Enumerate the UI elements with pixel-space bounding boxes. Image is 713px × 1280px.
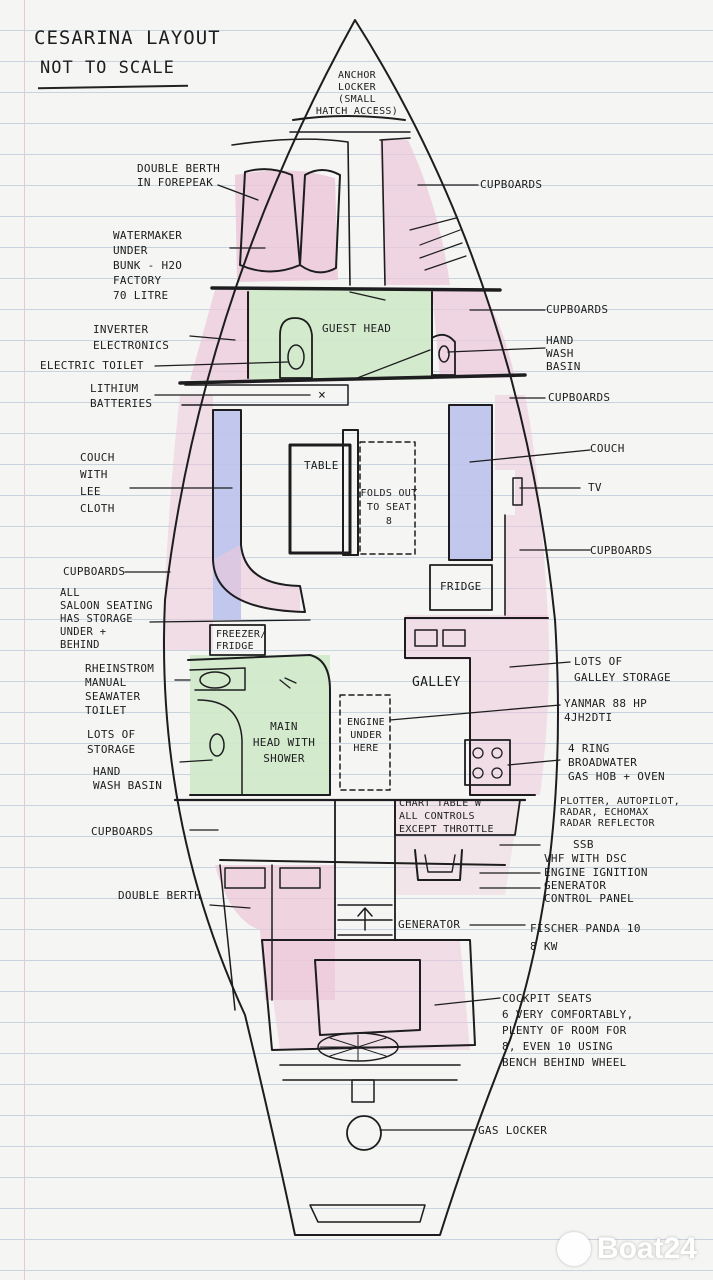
saloon-couch-right [448, 404, 493, 561]
cupboard-left-saloon-fill [162, 395, 213, 650]
label-generator-panel: GENERATOR CONTROL PANEL [544, 879, 634, 905]
label-cupboards-2: CUPBOARDS [546, 303, 609, 316]
label-cockpit: COCKPIT SEATS 6 VERY COMFORTABLY, PLENTY… [502, 992, 634, 1069]
label-cupboards-5: CUPBOARDS [590, 544, 653, 557]
hull-outline [163, 19, 559, 1236]
companionway-arrow [357, 907, 373, 931]
fridge-box [429, 564, 493, 611]
label-anchor-locker: ANCHOR LOCKER (SMALL HATCH ACCESS) [315, 70, 399, 117]
label-chart-table: CHART TABLE W ALL CONTROLS EXCEPT THROTT… [399, 798, 494, 835]
cupboard-right-2-fill [432, 290, 515, 378]
label-couch-left: COUCH WITH LEE CLOTH [80, 451, 115, 515]
forepeak-berth-fill [235, 170, 338, 282]
freezer-box [209, 624, 266, 656]
galley-fill [405, 615, 549, 795]
label-cupboards-3: CUPBOARDS [548, 391, 611, 404]
forepeak-hatching [409, 217, 467, 271]
label-tv: TV [588, 481, 602, 494]
label-freezer: FREEZER/ FRIDGE [216, 629, 267, 652]
label-guest-head: GUEST HEAD [322, 322, 392, 335]
label-plotter: PLOTTER, AUTOPILOT, RADAR, ECHOMAX RADAR… [560, 796, 681, 829]
boat24-logo-icon [556, 1232, 591, 1266]
bulkhead-3b [219, 859, 506, 866]
label-engine-ignition: ENGINE IGNITION [544, 866, 648, 879]
label-vhf: VHF WITH DSC [544, 852, 628, 865]
tv-box [512, 477, 523, 506]
label-fridge: FRIDGE [440, 580, 482, 593]
cockpit [261, 939, 476, 1103]
guest-head [247, 291, 456, 381]
saloon-table [288, 429, 416, 556]
gas-locker [346, 1115, 382, 1151]
label-lithium: LITHIUM BATTERIES [90, 382, 153, 410]
x-mark: × [318, 388, 326, 403]
label-yanmar: YANMAR 88 HP 4JH2DTI [564, 697, 648, 724]
diagram-subtitle: NOT TO SCALE [40, 58, 175, 78]
leader-lines [124, 184, 591, 1131]
forepeak-right-cupboard [379, 137, 411, 286]
label-hand-wash-basin-2: HAND WASH BASIN [93, 765, 163, 792]
label-galley: GALLEY [412, 675, 461, 690]
chart-seat [414, 849, 463, 881]
couch-left-bend-fill [213, 545, 300, 612]
label-inverter: INVERTER ELECTRONICS [93, 323, 170, 352]
anchor-hatch-line [292, 115, 406, 121]
label-engine-under: ENGINE UNDER HERE [347, 717, 385, 754]
cupboard-right-saloon-fill [495, 395, 548, 620]
label-cupboards-4: CUPBOARDS [63, 565, 126, 578]
cupboard-right-fore-fill [380, 140, 450, 285]
label-lots-galley: LOTS OF GALLEY STORAGE [574, 655, 671, 684]
label-rheinstrom: RHEINSTROM MANUAL SEAWATER TOILET [85, 662, 155, 717]
forepeak-berth [231, 138, 351, 286]
bulkhead-2 [178, 373, 527, 385]
label-generator: GENERATOR [398, 918, 461, 931]
label-main-head: MAIN HEAD WITH SHOWER [252, 720, 316, 765]
aft-double-berth [219, 864, 321, 1011]
galley-counter [404, 617, 549, 796]
label-double-berth-aft: DOUBLE BERTH [118, 889, 202, 902]
paper-margin-line [24, 0, 25, 1280]
label-four-ring: 4 RING BROADWATER GAS HOB + OVEN [568, 742, 665, 783]
label-couch-right: COUCH [590, 442, 625, 455]
lithium-box [181, 384, 349, 406]
label-cupboards-1: CUPBOARDS [480, 178, 543, 191]
bulkhead-1 [210, 286, 502, 292]
label-folds-out: FOLDS OUT TO SEAT 8 [360, 488, 418, 527]
chart-seat-inner [424, 854, 456, 873]
main-head [187, 654, 331, 796]
label-ssb: SSB [573, 838, 594, 851]
transom [309, 1204, 426, 1223]
diagram-title: CESARINA LAYOUT [34, 27, 221, 49]
label-gas-locker: GAS LOCKER [478, 1124, 548, 1137]
boat24-watermark: Boat24 [556, 1232, 697, 1266]
watermark-text: Boat24 [596, 1232, 697, 1265]
label-lots-storage: LOTS OF STORAGE [87, 728, 136, 756]
label-table: TABLE [304, 459, 339, 472]
saloon-couch-left [212, 409, 306, 613]
guest-head-fill [248, 290, 433, 380]
label-double-berth-forepeak: DOUBLE BERTH IN FOREPEAK [137, 162, 221, 189]
label-electric-toilet: ELECTRIC TOILET [40, 359, 144, 372]
engine-box [339, 694, 391, 791]
label-fischer: FISCHER PANDA 10 8 KW [530, 922, 641, 953]
label-watermaker: WATERMAKER UNDER BUNK - H2O FACTORY 70 L… [113, 229, 183, 302]
chart-area-fill [395, 800, 520, 895]
label-all-saloon: ALL SALOON SEATING HAS STORAGE UNDER + B… [60, 587, 153, 651]
color-fills [162, 140, 549, 1050]
companionway-walls [334, 799, 396, 941]
main-head-fill [190, 655, 330, 795]
couch-right-fill [450, 405, 492, 560]
label-cupboards-6: CUPBOARDS [91, 825, 154, 838]
label-hand-wash-basin-1: HAND WASH BASIN [546, 334, 581, 373]
